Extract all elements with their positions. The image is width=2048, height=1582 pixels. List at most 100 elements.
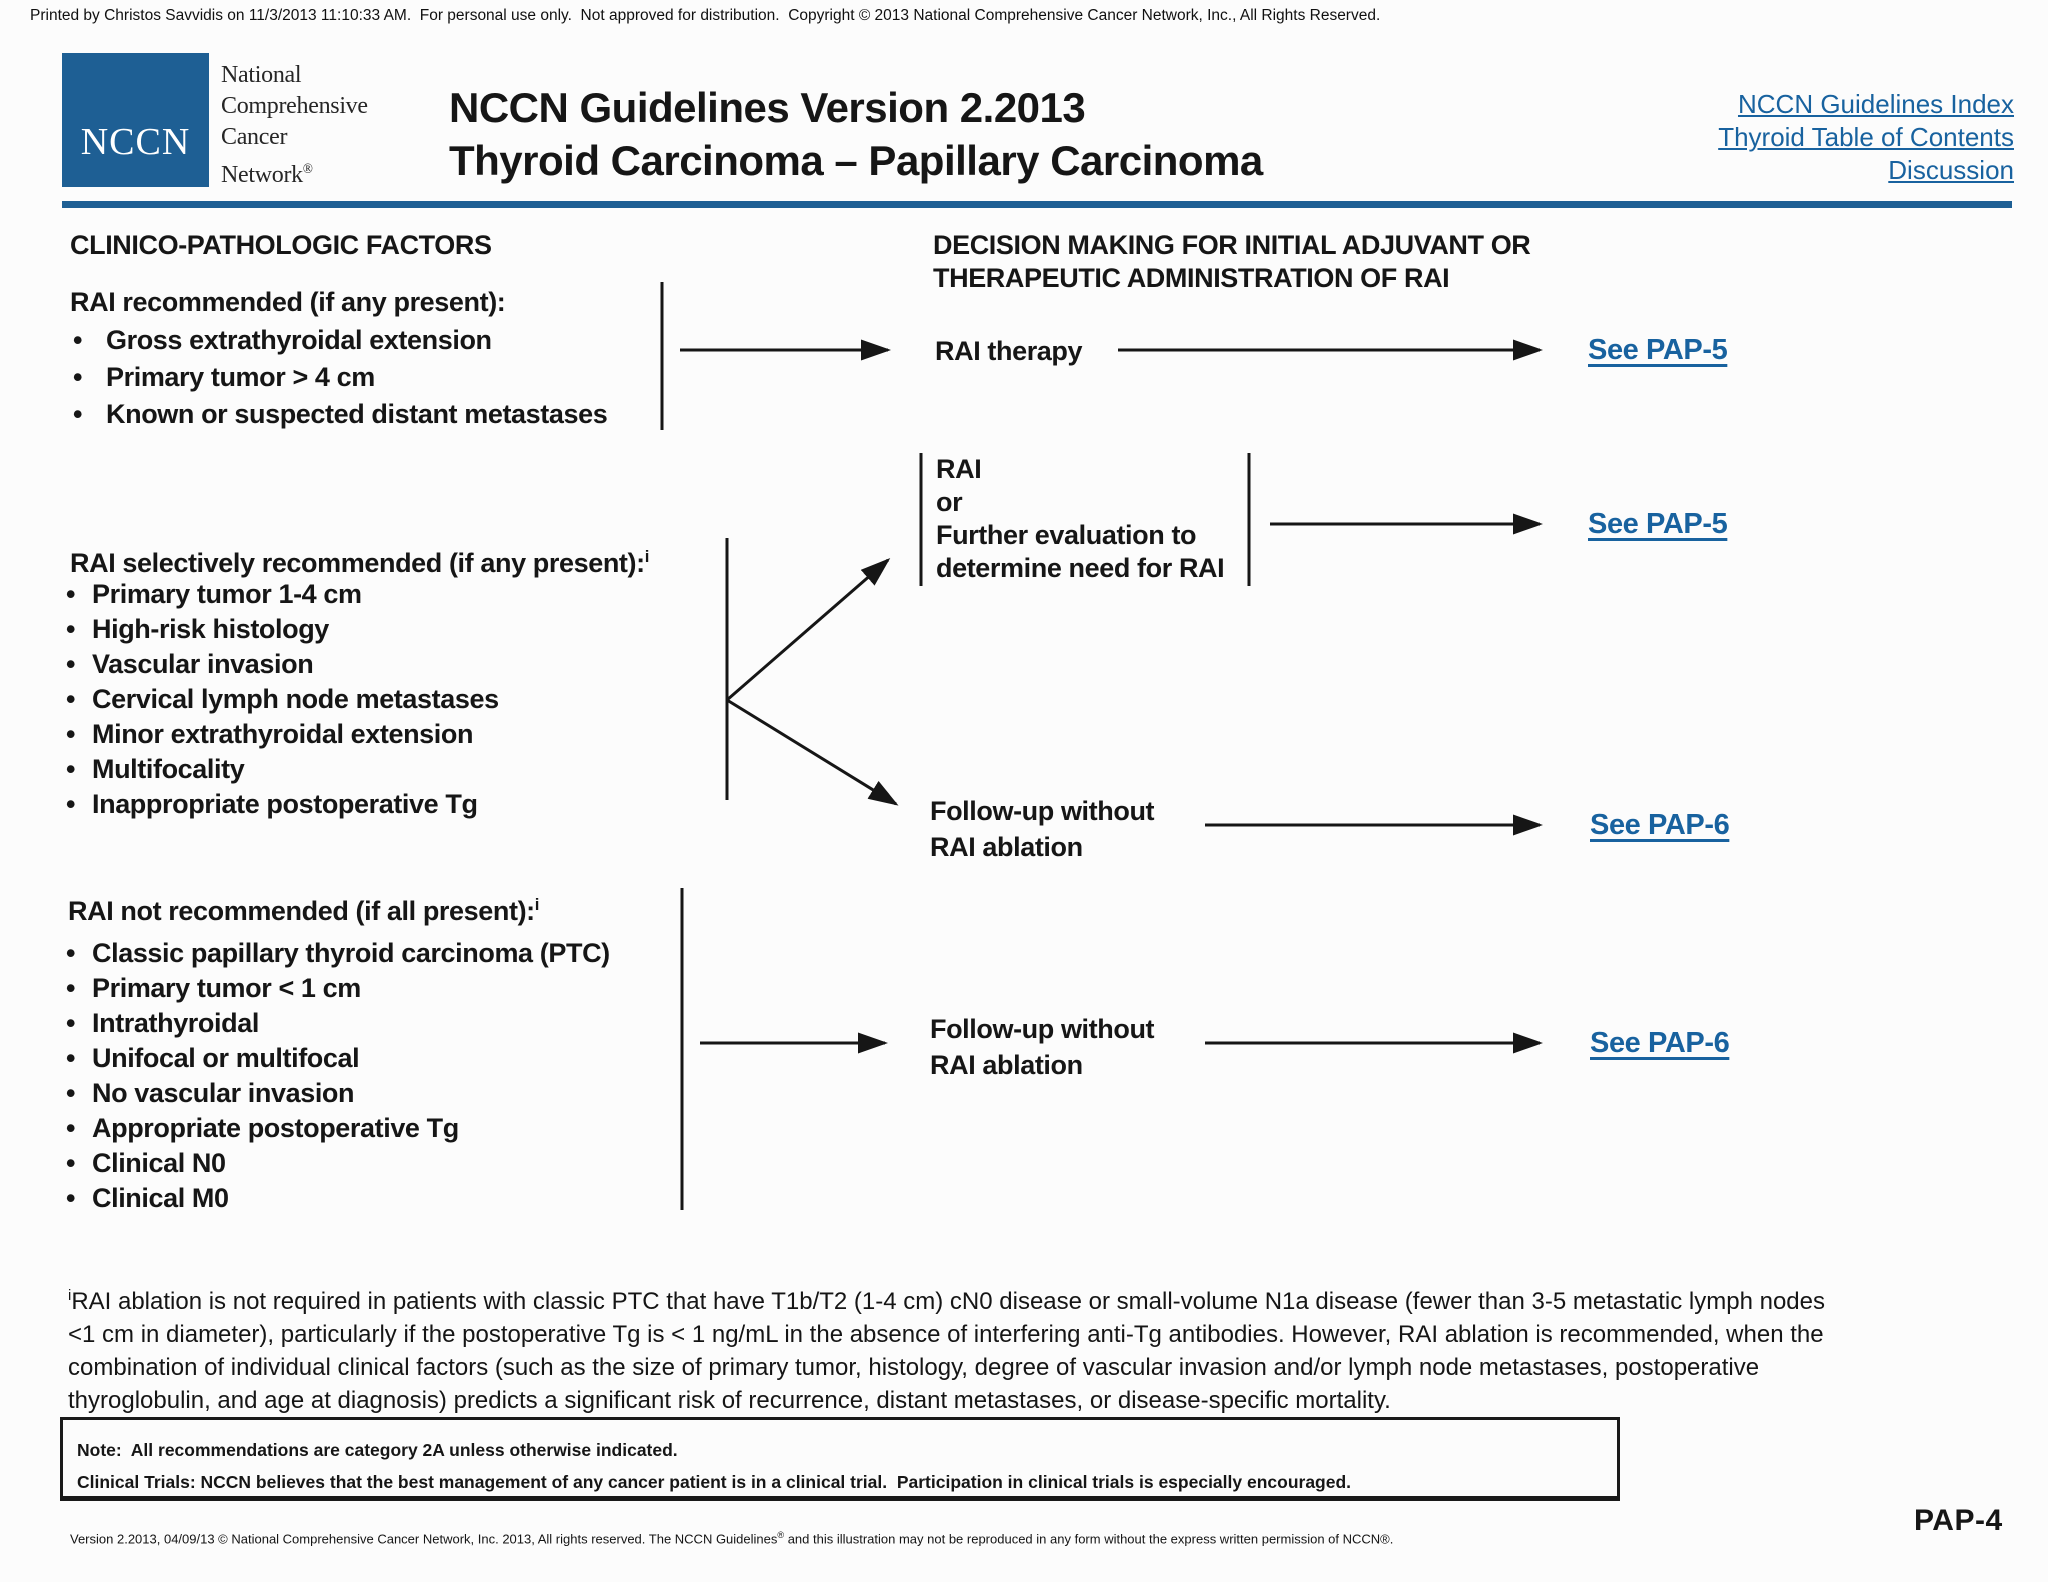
bullet-item: • Known or suspected distant metastases xyxy=(73,396,608,433)
bullet-dot: • xyxy=(66,1043,76,1073)
bullet-item: • Gross extrathyroidal extension xyxy=(73,322,607,359)
page-title-version: NCCN Guidelines Version 2.2013 xyxy=(449,84,1086,131)
footnote-ref-i: i xyxy=(644,547,650,566)
logo-word: Comprehensive xyxy=(221,93,368,119)
bullet-dot: • xyxy=(66,1078,76,1108)
bullet-item: • Classic papillary thyroid carcinoma (PT… xyxy=(66,936,610,971)
bullet-text: Classic papillary thyroid carcinoma (PTC… xyxy=(92,938,610,968)
bullet-text: Primary tumor 1-4 cm xyxy=(92,579,362,609)
block2-bullet-list: • Primary tumor 1-4 cm • High-risk histolog… xyxy=(66,577,499,822)
bullet-dot: • xyxy=(66,938,76,968)
bullet-text: No vascular invasion xyxy=(92,1078,355,1108)
header-divider-rule xyxy=(62,201,2012,208)
bullet-item: • Primary tumor 1-4 cm xyxy=(66,577,499,612)
bullet-text: Known or suspected distant metastases xyxy=(106,399,608,429)
bullet-text: Minor extrathyroidal extension xyxy=(92,719,474,749)
bullet-item: • High-risk histology xyxy=(66,612,499,647)
bullet-dot: • xyxy=(66,684,76,714)
bullet-dot: • xyxy=(66,754,76,784)
see-pap5-link-top[interactable]: See PAP-5 xyxy=(1588,334,1728,366)
logo-word: National xyxy=(221,62,302,88)
bullet-text: Cervical lymph node metastases xyxy=(92,684,499,714)
bullet-dot: • xyxy=(73,399,83,429)
nccn-logo-acronym: NCCN xyxy=(80,121,191,163)
logo-word: Network® xyxy=(221,161,313,188)
footer-copyright: Version 2.2013, 04/09/13 © National Comp… xyxy=(70,1530,1394,1547)
block2-heading: RAI selectively recommended (if any pres… xyxy=(70,547,650,578)
rai-or-line: determine need for RAI xyxy=(936,553,1225,583)
bullet-text: Inappropriate postoperative Tg xyxy=(92,789,478,819)
bullet-item: • No vascular invasion xyxy=(66,1076,610,1111)
bullet-dot: • xyxy=(66,1008,76,1038)
page-title-subject: Thyroid Carcinoma – Papillary Carcinoma xyxy=(449,137,1263,184)
bullet-item: • Cervical lymph node metastases xyxy=(66,682,499,717)
bullet-text: Unifocal or multifocal xyxy=(92,1043,360,1073)
bullet-item: •Clinical M0 xyxy=(66,1181,610,1216)
rai-therapy-node: RAI therapy xyxy=(935,336,1083,366)
bullet-item: • Minor extrathyroidal extension xyxy=(66,717,499,752)
print-banner: Printed by Christos Savvidis on 11/3/201… xyxy=(30,7,1381,24)
bullet-dot: • xyxy=(66,649,76,679)
bullet-item: • Unifocal or multifocal xyxy=(66,1041,610,1076)
page-number: PAP-4 xyxy=(1914,1504,2003,1537)
bullet-item: • Primary tumor > 4 cm xyxy=(73,359,607,396)
block1-bullet-list: • Gross extrathyroidal extension • Primary … xyxy=(73,322,608,433)
rai-or-line: RAI xyxy=(936,454,982,484)
rai-or-line: Further evaluation to xyxy=(936,520,1197,550)
bullet-text: Primary tumor < 1 cm xyxy=(92,973,361,1003)
see-pap5-link-mid[interactable]: See PAP-5 xyxy=(1588,508,1728,540)
bullet-item: • Vascular invasion xyxy=(66,647,499,682)
followup-node-1: Follow-up without RAI ablation xyxy=(930,796,1155,862)
rai-or-evaluation-node: RAI or Further evaluation to determine n… xyxy=(936,453,1225,585)
bullet-text: Intrathyroidal xyxy=(92,1008,259,1038)
link-discussion[interactable]: Discussion xyxy=(1888,155,2014,185)
bullet-item: • Inappropriate postoperative Tg xyxy=(66,787,499,822)
link-guidelines-index[interactable]: NCCN Guidelines Index xyxy=(1737,89,2014,119)
left-column-header: CLINICO-PATHOLOGIC FACTORS xyxy=(70,230,492,260)
see-pap6-link-bottom[interactable]: See PAP-6 xyxy=(1590,1027,1730,1059)
bullet-text: Primary tumor > 4 cm xyxy=(106,362,375,392)
arrow-branch-up-to-rai-or xyxy=(726,558,891,702)
see-pap6-link-mid[interactable]: See PAP-6 xyxy=(1590,809,1730,841)
bullet-item: • Multifocality xyxy=(66,752,499,787)
bullet-dot: • xyxy=(73,325,83,355)
note-line: Note: All recommendations are category 2… xyxy=(77,1440,678,1460)
bullet-dot: • xyxy=(73,362,83,392)
registered-mark: ® xyxy=(302,161,313,176)
block1-heading: RAI recommended (if any present): xyxy=(70,287,506,317)
bullet-text: Gross extrathyroidal extension xyxy=(106,325,492,355)
nccn-logo-wordmark: National Comprehensive Cancer Network® xyxy=(221,60,368,191)
bullet-item: • Intrathyroidal xyxy=(66,1006,610,1041)
right-column-header-line1: DECISION MAKING FOR INITIAL ADJUVANT OR xyxy=(933,230,1531,260)
footnote-i: iRAI ablation is not required in patient… xyxy=(68,1288,1825,1414)
bullet-item: • Primary tumor < 1 cm xyxy=(66,971,610,1006)
bullet-dot: • xyxy=(66,1148,76,1178)
bullet-dot: • xyxy=(66,614,76,644)
note-box: Note: All recommendations are category 2… xyxy=(60,1417,1620,1501)
right-column-header-line2: THERAPEUTIC ADMINISTRATION OF RAI xyxy=(933,263,1450,293)
block3-bullet-list: • Classic papillary thyroid carcinoma (PT… xyxy=(66,936,610,1216)
bullet-text: Clinical N0 xyxy=(92,1148,226,1178)
bullet-dot: • xyxy=(66,789,76,819)
bullet-text: Vascular invasion xyxy=(92,649,314,679)
link-thyroid-toc[interactable]: Thyroid Table of Contents xyxy=(1718,122,2014,152)
nccn-logo: NCCN xyxy=(62,53,209,187)
footnote-marker: i xyxy=(68,1288,72,1304)
bullet-text: Multifocality xyxy=(92,754,245,784)
footnote-ref-i: i xyxy=(534,895,540,914)
bullet-dot: • xyxy=(66,1183,76,1213)
bullet-dot: • xyxy=(66,1113,76,1143)
header-links: NCCN Guidelines Index Thyroid Table of C… xyxy=(1718,88,2014,187)
block3-heading: RAI not recommended (if all present):i xyxy=(68,895,540,926)
bullet-item: • Appropriate postoperative Tg xyxy=(66,1111,610,1146)
bullet-dot: • xyxy=(66,719,76,749)
clinical-trials-line: Clinical Trials: NCCN believes that the … xyxy=(77,1472,1352,1492)
registered-mark: ® xyxy=(777,1530,785,1540)
bullet-dot: • xyxy=(66,579,76,609)
bullet-dot: • xyxy=(66,973,76,1003)
followup-node-2: Follow-up without RAI ablation xyxy=(930,1014,1155,1080)
bullet-text: High-risk histology xyxy=(92,614,329,644)
bullet-text: Appropriate postoperative Tg xyxy=(92,1113,459,1143)
arrow-branch-down-to-followup xyxy=(726,698,899,806)
